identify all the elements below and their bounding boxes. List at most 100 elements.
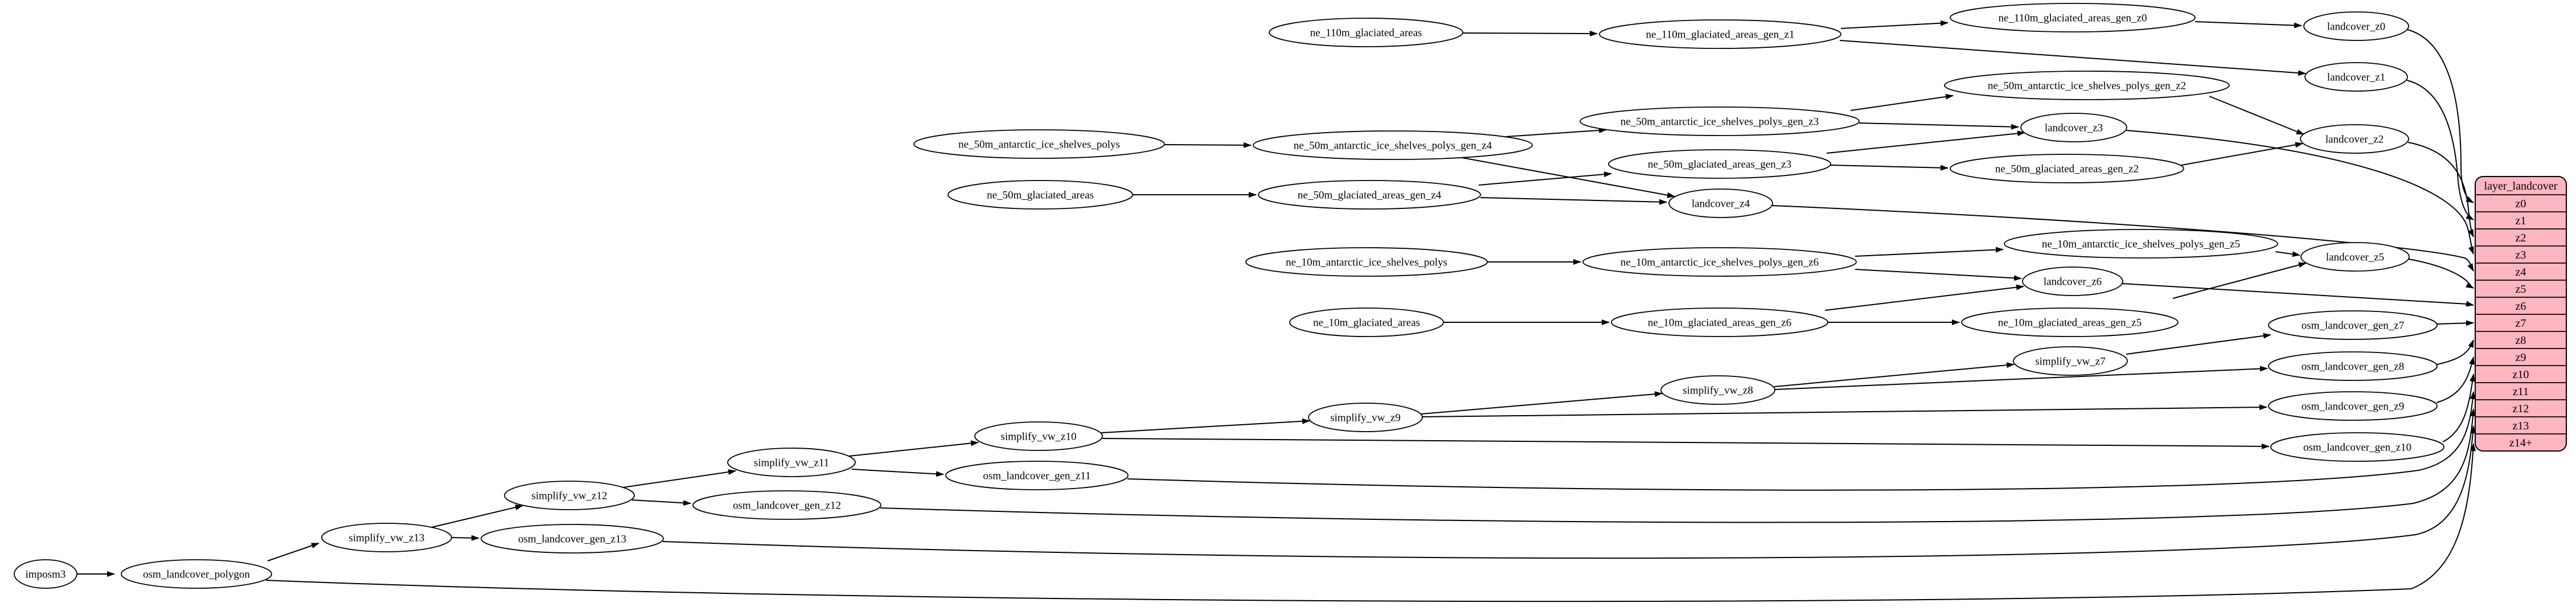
edge-ne_50m_antarctic_ice_shelves_polys_gen_z2-to-landcover_z2 — [2209, 96, 2304, 135]
node-ellipse-simplify_vw_z8 — [1660, 375, 1775, 405]
node-label-ne_110m_glaciated_areas_gen_z0: ne_110m_glaciated_areas_gen_z0 — [1999, 13, 2147, 24]
node-label-landcover_z0: landcover_z0 — [2327, 21, 2385, 33]
node-osm_landcover_gen_z9: osm_landcover_gen_z9 — [2268, 391, 2438, 421]
node-ellipse-simplify_vw_z13 — [321, 523, 452, 552]
node-label-simplify_vw_z7: simplify_vw_z7 — [2035, 356, 2106, 368]
node-label-ne_10m_glaciated_areas: ne_10m_glaciated_areas — [1313, 317, 1420, 329]
node-ellipse-ne_50m_antarctic_ice_shelves_polys_gen_z4 — [1253, 130, 1533, 160]
node-label-imposm3: imposm3 — [26, 569, 66, 581]
node-osm_landcover_polygon: osm_landcover_polygon — [121, 559, 272, 589]
node-osm_landcover_gen_z12: osm_landcover_gen_z12 — [692, 490, 881, 520]
edge-simplify_vw_z11-to-simplify_vw_z10 — [848, 440, 979, 457]
node-simplify_vw_z9: simplify_vw_z9 — [1308, 403, 1423, 432]
edge-ne_50m_glaciated_areas_gen_z2-to-landcover_z2 — [2181, 142, 2303, 166]
edge-osm_landcover_gen_z11-to-row-z11 — [1127, 391, 2476, 491]
edge-osm_landcover_polygon-to-row-z14+ — [265, 443, 2476, 602]
node-ne_10m_glaciated_areas_gen_z6: ne_10m_glaciated_areas_gen_z6 — [1611, 307, 1828, 337]
node-simplify_vw_z13: simplify_vw_z13 — [321, 523, 452, 552]
edge-landcover_z3-to-row-z3 — [2126, 130, 2474, 255]
node-label-ne_50m_glaciated_areas: ne_50m_glaciated_areas — [987, 190, 1094, 202]
edge-landcover_z2-to-row-z2 — [2407, 142, 2474, 237]
edge-simplify_vw_z8-to-osm_landcover_gen_z8 — [1774, 366, 2268, 390]
node-ellipse-ne_50m_antarctic_ice_shelves_polys — [913, 129, 1165, 159]
table-row-z11: z11 — [2513, 386, 2529, 398]
node-osm_landcover_gen_z8: osm_landcover_gen_z8 — [2268, 351, 2438, 381]
node-ne_50m_glaciated_areas_gen_z2: ne_50m_glaciated_areas_gen_z2 — [1950, 154, 2184, 183]
node-label-osm_landcover_gen_z8: osm_landcover_gen_z8 — [2302, 361, 2404, 373]
node-ne_10m_antarctic_ice_shelves_polys_gen_z5: ne_10m_antarctic_ice_shelves_polys_gen_z… — [2004, 229, 2278, 259]
edge-landcover_z0-to-row-z0 — [2407, 29, 2474, 203]
node-ellipse-osm_landcover_polygon — [121, 559, 272, 589]
node-landcover_z3: landcover_z3 — [2020, 113, 2127, 142]
node-label-landcover_z5: landcover_z5 — [2326, 252, 2384, 264]
node-ne_10m_antarctic_ice_shelves_polys: ne_10m_antarctic_ice_shelves_polys — [1245, 247, 1488, 277]
node-label-simplify_vw_z9: simplify_vw_z9 — [1330, 412, 1401, 424]
table-row-z2: z2 — [2516, 232, 2526, 244]
node-label-osm_landcover_gen_z13: osm_landcover_gen_z13 — [518, 534, 626, 546]
edge-osm_landcover_gen_z13-to-row-z13 — [662, 425, 2476, 559]
node-ellipse-ne_10m_antarctic_ice_shelves_polys — [1245, 247, 1488, 277]
node-label-landcover_z6: landcover_z6 — [2044, 276, 2102, 288]
node-simplify_vw_z7: simplify_vw_z7 — [2013, 346, 2128, 376]
edge-ne_110m_glaciated_areas_gen_z1-to-ne_110m_glaciated_areas_gen_z0 — [1840, 20, 1949, 29]
table-row-z5: z5 — [2516, 283, 2526, 296]
node-imposm3: imposm3 — [14, 559, 77, 589]
node-landcover_z6: landcover_z6 — [2022, 266, 2123, 296]
edge-landcover_z4-to-row-z4 — [1771, 205, 2474, 272]
node-label-ne_10m_glaciated_areas_gen_z5: ne_10m_glaciated_areas_gen_z5 — [1998, 317, 2142, 329]
edge-ne_50m_glaciated_areas_gen_z3-to-ne_50m_glaciated_areas_gen_z2 — [1830, 165, 1949, 171]
table-row-z6: z6 — [2516, 300, 2526, 313]
node-ellipse-landcover_z0 — [2303, 11, 2409, 41]
node-landcover_z5: landcover_z5 — [2300, 242, 2410, 272]
node-simplify_vw_z11: simplify_vw_z11 — [727, 448, 856, 477]
table-row-z9: z9 — [2516, 351, 2526, 364]
node-ne_50m_glaciated_areas_gen_z4: ne_50m_glaciated_areas_gen_z4 — [1258, 180, 1481, 210]
edge-ne_50m_glaciated_areas_gen_z4-to-ne_50m_glaciated_areas_gen_z3 — [1478, 171, 1612, 186]
node-ne_110m_glaciated_areas_gen_z1: ne_110m_glaciated_areas_gen_z1 — [1599, 19, 1841, 49]
node-ellipse-ne_50m_glaciated_areas — [947, 180, 1133, 210]
edge-ne_10m_antarctic_ice_shelves_polys_gen_z5-to-landcover_z5 — [2275, 251, 2300, 257]
node-label-ne_110m_glaciated_areas: ne_110m_glaciated_areas — [1310, 27, 1422, 39]
node-ellipse-ne_110m_glaciated_areas_gen_z0 — [1950, 3, 2196, 32]
node-label-landcover_z1: landcover_z1 — [2327, 72, 2385, 84]
edge-ne_110m_glaciated_areas_gen_z1-to-landcover_z1 — [1839, 40, 2306, 76]
edge-simplify_vw_z12-to-simplify_vw_z11 — [622, 469, 736, 488]
table-title: layer_landcover — [2484, 180, 2558, 192]
node-ellipse-landcover_z4 — [1668, 188, 1773, 218]
node-landcover_z4: landcover_z4 — [1668, 188, 1773, 218]
node-label-ne_10m_antarctic_ice_shelves_polys_gen_z6: ne_10m_antarctic_ice_shelves_polys_gen_z… — [1621, 257, 1819, 269]
edge-ne_50m_antarctic_ice_shelves_polys_gen_z3-to-landcover_z3 — [1859, 122, 2019, 130]
node-ellipse-ne_10m_antarctic_ice_shelves_polys_gen_z6 — [1582, 247, 1857, 277]
node-label-osm_landcover_gen_z12: osm_landcover_gen_z12 — [733, 500, 841, 512]
node-ellipse-osm_landcover_gen_z10 — [2270, 432, 2444, 462]
node-label-osm_landcover_gen_z7: osm_landcover_gen_z7 — [2302, 320, 2404, 332]
edge-ne_50m_antarctic_ice_shelves_polys_gen_z3-to-ne_50m_antarctic_ice_shelves_polys_gen_z2 — [1850, 93, 1954, 111]
node-label-landcover_z4: landcover_z4 — [1692, 198, 1750, 210]
edge-ne_10m_glaciated_areas_gen_z5-to-landcover_z5 — [2172, 262, 2307, 299]
node-landcover_z0: landcover_z0 — [2303, 11, 2409, 41]
table-row-z14+: z14+ — [2509, 437, 2532, 449]
node-ellipse-osm_landcover_gen_z9 — [2268, 391, 2438, 421]
node-ne_10m_glaciated_areas: ne_10m_glaciated_areas — [1289, 307, 1444, 337]
edge-simplify_vw_z8-to-simplify_vw_z7 — [1774, 362, 2015, 387]
node-ellipse-landcover_z2 — [2300, 124, 2409, 154]
node-ellipse-ne_50m_antarctic_ice_shelves_polys_gen_z3 — [1580, 106, 1860, 136]
node-ne_110m_glaciated_areas: ne_110m_glaciated_areas — [1269, 18, 1463, 47]
node-ne_110m_glaciated_areas_gen_z0: ne_110m_glaciated_areas_gen_z0 — [1950, 3, 2196, 32]
node-label-simplify_vw_z12: simplify_vw_z12 — [532, 490, 608, 502]
node-ellipse-imposm3 — [14, 559, 77, 589]
node-label-simplify_vw_z8: simplify_vw_z8 — [1683, 385, 1753, 397]
node-ellipse-osm_landcover_gen_z12 — [692, 490, 881, 520]
node-ne_10m_antarctic_ice_shelves_polys_gen_z6: ne_10m_antarctic_ice_shelves_polys_gen_z… — [1582, 247, 1857, 277]
node-osm_landcover_gen_z13: osm_landcover_gen_z13 — [481, 524, 664, 553]
node-label-osm_landcover_gen_z9: osm_landcover_gen_z9 — [2302, 401, 2404, 413]
node-ellipse-ne_50m_glaciated_areas_gen_z4 — [1258, 180, 1481, 210]
node-simplify_vw_z12: simplify_vw_z12 — [504, 481, 635, 510]
node-label-ne_10m_antarctic_ice_shelves_polys: ne_10m_antarctic_ice_shelves_polys — [1286, 257, 1447, 269]
edge-osm_landcover_gen_z12-to-row-z12 — [880, 408, 2476, 523]
node-ne_50m_antarctic_ice_shelves_polys: ne_50m_antarctic_ice_shelves_polys — [913, 129, 1165, 159]
node-label-osm_landcover_polygon: osm_landcover_polygon — [143, 569, 250, 581]
table-row-z4: z4 — [2516, 266, 2526, 278]
node-ellipse-ne_50m_glaciated_areas_gen_z3 — [1608, 149, 1831, 179]
